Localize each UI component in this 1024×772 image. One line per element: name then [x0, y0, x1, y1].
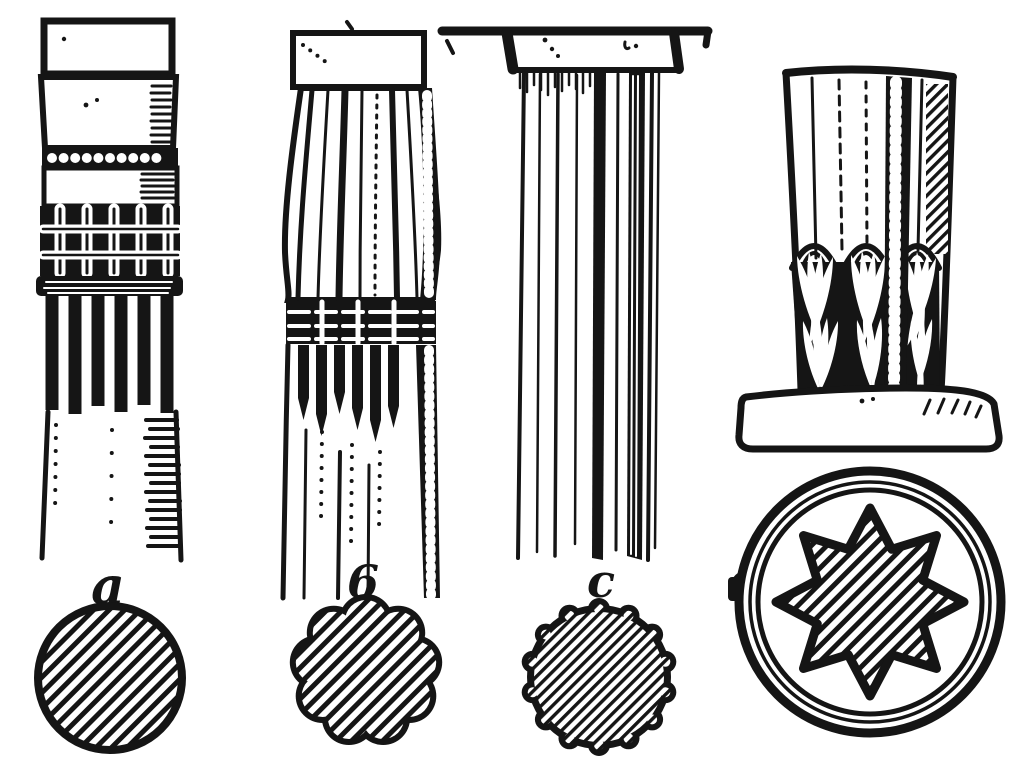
column-d-section	[728, 466, 1006, 738]
column-c-section	[521, 598, 677, 756]
column-d-elevation	[735, 65, 1003, 453]
column-a-elevation	[36, 17, 184, 563]
column-c-elevation	[437, 26, 713, 562]
column-b-section	[289, 594, 443, 745]
column-a-section	[34, 602, 186, 754]
column-b-elevation	[280, 20, 442, 601]
